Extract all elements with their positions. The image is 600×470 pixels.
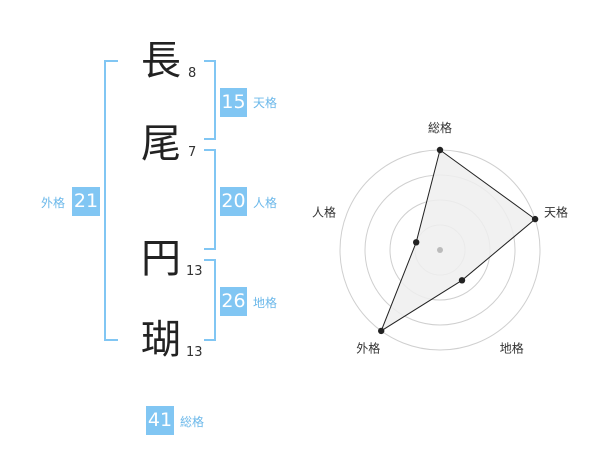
soukaku-value: 41 bbox=[146, 406, 174, 435]
gaikaku-label: 外格 bbox=[41, 196, 66, 210]
soukaku-label: 総格 bbox=[180, 415, 205, 429]
surname-char-1-strokes: 8 bbox=[188, 66, 197, 81]
radar-axis-label: 総格 bbox=[428, 120, 452, 135]
radar-point bbox=[531, 215, 539, 223]
gaikaku-bracket bbox=[104, 60, 118, 341]
tenkaku-bracket bbox=[204, 60, 216, 140]
gaikaku-value: 21 bbox=[72, 187, 100, 216]
radar-axis-label: 地格 bbox=[500, 341, 524, 356]
given-char-1: 円 bbox=[141, 236, 181, 282]
radar-axis-label: 天格 bbox=[544, 204, 568, 219]
radar-point bbox=[378, 327, 385, 335]
given-char-2: 瑚 bbox=[141, 317, 181, 363]
given-char-1-strokes: 13 bbox=[186, 264, 203, 279]
tenkaku-value: 15 bbox=[220, 88, 247, 117]
radar-point bbox=[458, 277, 466, 284]
chikaku-label: 地格 bbox=[253, 296, 278, 310]
radar-point bbox=[413, 239, 420, 246]
tenkaku-label: 天格 bbox=[253, 96, 278, 110]
given-char-2-strokes: 13 bbox=[186, 345, 203, 360]
radar-center-dot bbox=[437, 247, 443, 253]
chikaku-bracket bbox=[204, 259, 216, 341]
radar-points bbox=[378, 146, 539, 335]
jinkaku-bracket bbox=[204, 149, 216, 250]
surname-char-1: 長 bbox=[141, 38, 181, 84]
jinkaku-value: 20 bbox=[220, 187, 247, 216]
chikaku-value: 26 bbox=[220, 287, 247, 316]
radar-axis-label: 人格 bbox=[312, 204, 336, 219]
radar-point bbox=[436, 146, 444, 154]
surname-char-2: 尾 bbox=[141, 121, 181, 167]
jinkaku-label: 人格 bbox=[253, 196, 278, 210]
radar-axis-label: 外格 bbox=[356, 341, 380, 356]
surname-char-2-strokes: 7 bbox=[188, 145, 197, 160]
radar-line bbox=[380, 149, 536, 333]
radar-area bbox=[381, 150, 536, 331]
